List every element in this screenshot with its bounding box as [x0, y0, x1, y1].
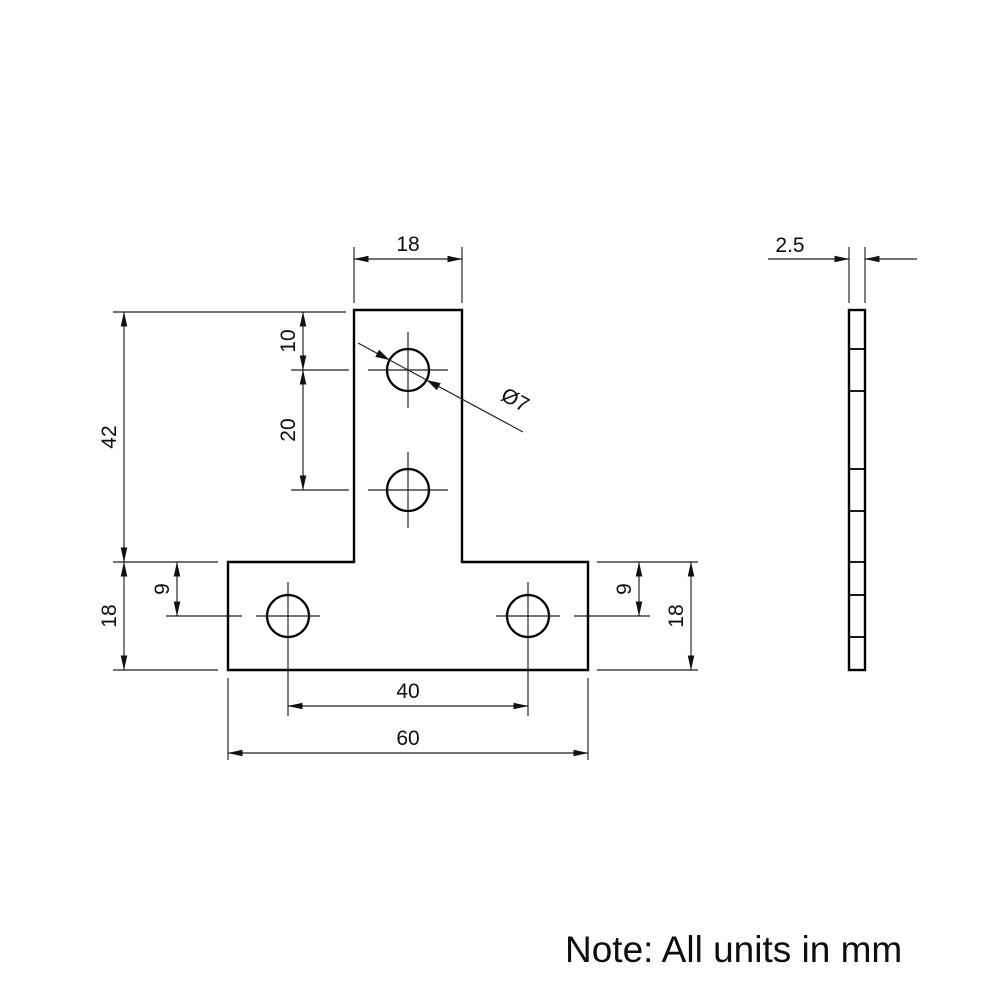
dim-label-stem-height: 42: [98, 425, 121, 448]
dim-label-hole1-from-top: 10: [277, 329, 300, 352]
dim-stem-height: 42: [98, 311, 346, 563]
dim-label-hole-pitch-horizontal: 40: [396, 680, 419, 703]
dim-thickness: 2.5: [768, 234, 917, 303]
dim-label-flange-height-left: 18: [98, 604, 121, 627]
dim-top-width: 18: [353, 233, 463, 303]
dim-label-flange-height-right: 18: [665, 604, 688, 627]
side-plate-outline: [847, 308, 867, 672]
plate-outline: [226, 308, 590, 672]
dim-overall-width: 60: [227, 678, 589, 760]
dim-hole1-from-top: 10: [277, 311, 349, 371]
dim-hole-offset-right: 9: [574, 561, 698, 617]
units-note: Note: All units in mm: [565, 929, 902, 970]
dim-hole-offset-left: 9: [151, 561, 242, 617]
dim-label-hole-offset-left: 9: [151, 583, 174, 595]
side-projected-edges: [849, 348, 865, 638]
dim-hole-pitch-horizontal: 40: [287, 680, 529, 710]
dim-label-overall-width: 60: [396, 727, 419, 750]
dim-label-thickness: 2.5: [775, 234, 804, 257]
dim-flange-height-right: 18: [597, 561, 698, 671]
dim-label-hole-offset-right: 9: [613, 583, 636, 595]
dim-label-hole-diameter: Ø7: [497, 384, 533, 418]
dim-flange-height-left: 18: [98, 561, 218, 671]
hole-centerlines: [256, 332, 560, 716]
front-view: [226, 308, 590, 716]
dim-hole-pitch-vertical: 20: [277, 369, 349, 491]
dim-hole-diameter: Ø7: [357, 342, 533, 433]
dim-label-top-width: 18: [396, 233, 419, 256]
side-view: [847, 308, 867, 672]
dim-label-hole-pitch-vertical: 20: [277, 418, 300, 441]
